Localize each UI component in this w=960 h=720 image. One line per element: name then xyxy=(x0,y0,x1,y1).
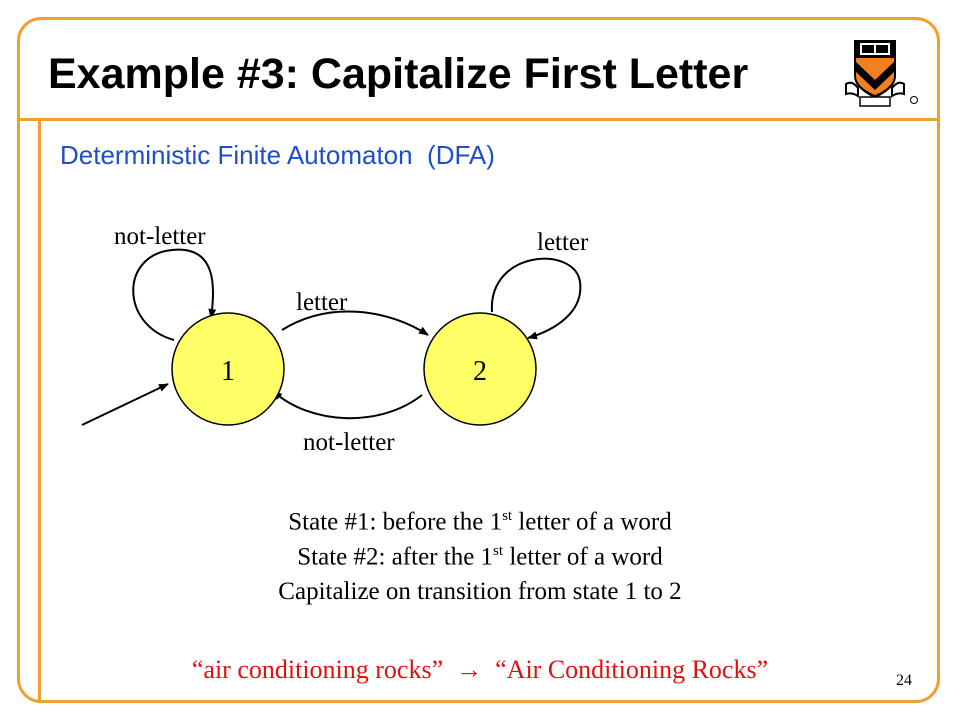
example-input: “air conditioning rocks” xyxy=(191,655,444,684)
transition-1-1-label: not-letter xyxy=(114,223,206,250)
example-line: “air conditioning rocks” → “Air Conditio… xyxy=(80,655,880,685)
desc-2-prefix: State #2: after the 1 xyxy=(297,543,494,571)
transition-2-2-arrow xyxy=(490,257,582,340)
start-transition-arrow xyxy=(81,383,169,426)
desc-1-sup: st xyxy=(502,508,513,524)
slide-title: Example #3: Capitalize First Letter xyxy=(48,50,749,98)
left-divider xyxy=(38,118,41,703)
transition-1-2-label: letter xyxy=(296,289,348,316)
transition-2-1-arrow xyxy=(272,390,423,420)
desc-1-prefix: State #1: before the 1 xyxy=(288,508,503,536)
arrow-icon: → xyxy=(456,655,483,684)
desc-1-suffix: letter of a word xyxy=(512,508,672,536)
transition-1-2-arrow xyxy=(281,310,429,336)
transition-2-2-label: letter xyxy=(537,229,589,256)
page-number: 24 xyxy=(896,672,912,689)
slide-frame xyxy=(17,17,940,703)
princeton-shield-icon xyxy=(845,40,918,107)
state-1-circle xyxy=(171,312,285,426)
transition-1-1-arrow xyxy=(132,248,217,341)
capitalize-rule: Capitalize on transition from state 1 to… xyxy=(278,578,682,605)
title-divider xyxy=(20,118,937,121)
transition-2-1-label: not-letter xyxy=(303,429,395,456)
example-output: “Air Conditioning Rocks” xyxy=(495,655,769,684)
state-2-label: 2 xyxy=(473,356,487,387)
state-2-circle xyxy=(423,312,537,426)
state-1-description: State #1: before the 1st letter of a wor… xyxy=(180,508,780,536)
desc-2-sup: st xyxy=(493,543,504,559)
state-1-label: 1 xyxy=(221,356,235,387)
state-2-description: State #2: after the 1st letter of a word xyxy=(180,543,780,571)
desc-2-suffix: letter of a word xyxy=(503,543,663,571)
slide-subtitle: Deterministic Finite Automaton (DFA) xyxy=(60,140,495,170)
